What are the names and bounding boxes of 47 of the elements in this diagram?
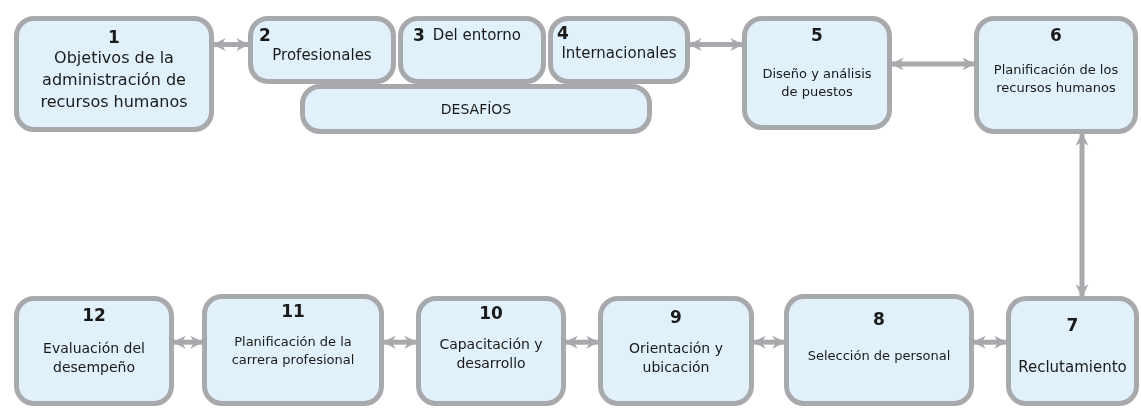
step-label: Reclutamiento xyxy=(1018,357,1127,378)
step-number: 4 xyxy=(557,23,569,44)
step-number: 12 xyxy=(82,305,106,326)
step-number: 8 xyxy=(873,309,885,330)
step-label: Del entorno xyxy=(432,25,521,46)
process-box xyxy=(416,296,566,406)
step-number: 6 xyxy=(1050,25,1062,46)
process-box xyxy=(784,294,974,406)
double-arrow xyxy=(172,335,204,349)
process-box xyxy=(248,16,396,84)
step-label: Internacionales xyxy=(561,43,677,64)
step-number: 1 xyxy=(108,27,120,48)
step-number: 10 xyxy=(479,303,503,324)
process-box xyxy=(398,16,546,84)
double-arrow xyxy=(752,335,786,349)
step-label: Diseño y análisis de puestos xyxy=(761,65,873,101)
process-box xyxy=(598,296,754,406)
step-number: 11 xyxy=(281,301,305,322)
process-box xyxy=(300,84,652,134)
double-arrow xyxy=(382,335,418,349)
double-arrow xyxy=(688,38,744,52)
process-box xyxy=(742,16,892,130)
step-label: Planificación de la carrera profesional xyxy=(230,333,356,369)
double-arrow xyxy=(972,335,1008,349)
process-box xyxy=(14,296,174,406)
step-number: 3 xyxy=(413,25,425,46)
group-label: DESAFÍOS xyxy=(440,99,512,119)
step-label: Objetivos de la administración de recursos humanos xyxy=(39,47,189,113)
step-label: Orientación y ubicación xyxy=(628,339,724,378)
step-number: 7 xyxy=(1066,315,1079,336)
process-box xyxy=(974,16,1138,134)
process-box xyxy=(14,16,214,132)
step-number: 9 xyxy=(670,307,682,328)
step-number: 2 xyxy=(259,25,271,46)
process-box xyxy=(548,16,690,84)
double-arrow xyxy=(212,38,250,52)
step-label: Profesionales xyxy=(272,45,372,66)
double-arrow xyxy=(564,335,600,349)
process-box xyxy=(202,294,384,406)
process-box xyxy=(1006,296,1139,406)
step-label: Planificación de los recursos humanos xyxy=(992,61,1120,97)
double-arrow xyxy=(1075,132,1089,298)
step-label: Evaluación del desempeño xyxy=(42,339,146,378)
double-arrow xyxy=(890,57,976,71)
step-label: Capacitación y desarrollo xyxy=(438,335,544,374)
step-label: Selección de personal xyxy=(807,347,951,365)
step-number: 5 xyxy=(811,25,823,46)
